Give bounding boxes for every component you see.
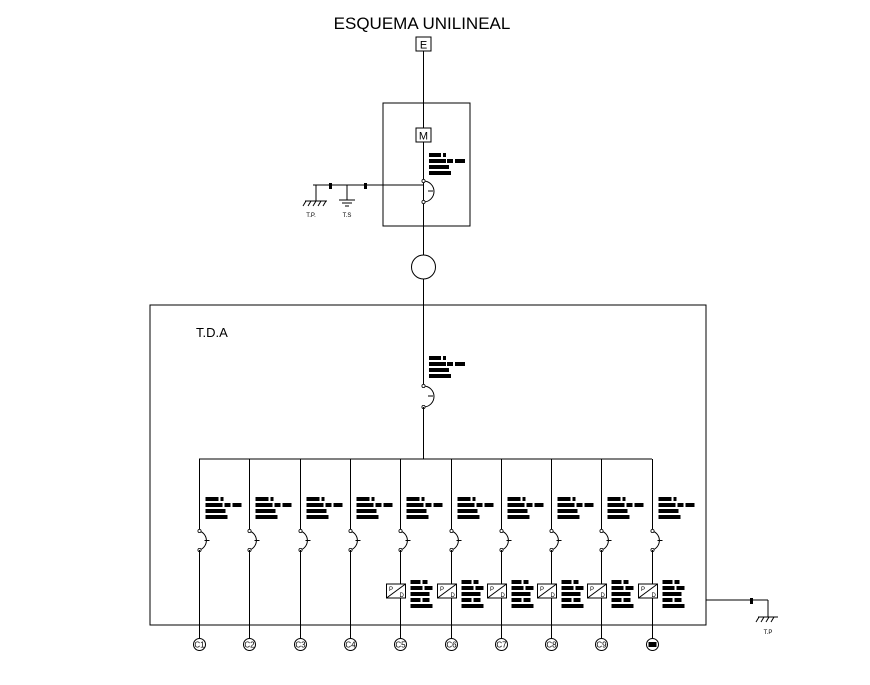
differential-switch: PD xyxy=(537,583,557,599)
board-breaker-symbol xyxy=(421,383,435,409)
circuit-breaker-spec xyxy=(306,497,343,519)
circuit-branch: PD xyxy=(638,459,695,651)
circuit-label: C5 xyxy=(395,641,406,650)
differential-label-top: P xyxy=(389,587,393,593)
ground-service-label: T.S xyxy=(343,213,352,219)
panel-label: T.D.A xyxy=(196,325,228,340)
differential-switch: PD xyxy=(386,583,406,599)
differential-switch: PD xyxy=(638,583,658,599)
main-breaker-symbol xyxy=(421,178,435,204)
circuit-terminal xyxy=(646,638,659,651)
circuit-terminal xyxy=(344,638,357,651)
meter-box xyxy=(415,127,432,143)
differential-label-bottom: D xyxy=(451,593,456,599)
circuit-breaker-symbol xyxy=(549,529,562,553)
board-breaker-spec xyxy=(429,356,465,378)
diagram-title: ESQUEMA UNILINEAL xyxy=(334,14,511,33)
circuit-branch: C1 xyxy=(193,459,242,651)
differential-switch: PD xyxy=(437,583,457,599)
circuit-breaker-spec xyxy=(406,497,443,519)
circuit-label: C3 xyxy=(295,641,306,650)
source-box: E xyxy=(415,36,432,52)
differential-label-bottom: D xyxy=(652,593,657,599)
differential-label-bottom: D xyxy=(551,593,556,599)
differential-switch: PD xyxy=(587,583,607,599)
circuit-breaker-symbol xyxy=(650,529,663,553)
circuit-breaker-symbol xyxy=(197,529,210,553)
circuit-branch: C3 xyxy=(294,459,343,651)
circuit-branch: C4 xyxy=(344,459,393,651)
differential-spec xyxy=(511,580,534,608)
differential-label-bottom: D xyxy=(400,593,405,599)
circuit-breaker-spec xyxy=(457,497,494,519)
differential-label-bottom: D xyxy=(601,593,606,599)
meter-enclosure: M xyxy=(302,102,471,227)
differential-spec xyxy=(461,580,484,608)
circuit-terminal xyxy=(495,638,508,651)
circuit-terminal xyxy=(294,638,307,651)
circuit-breaker-symbol xyxy=(398,529,411,553)
circuit-terminal xyxy=(193,638,206,651)
circuit-breaker-spec xyxy=(255,497,292,519)
protection-circle xyxy=(411,254,436,280)
circuit-breaker-symbol xyxy=(247,529,260,553)
meter-label: M xyxy=(419,131,428,143)
circuit-breaker-symbol xyxy=(599,529,612,553)
circuit-label: C4 xyxy=(345,641,356,650)
differential-spec xyxy=(662,580,685,608)
differential-label-top: P xyxy=(490,587,494,593)
circuit-breaker-spec xyxy=(507,497,544,519)
source-label: E xyxy=(420,40,427,52)
grounding-branch xyxy=(302,183,424,207)
differential-spec xyxy=(611,580,634,608)
circuit-breaker-symbol xyxy=(499,529,512,553)
circuit-terminal xyxy=(595,638,608,651)
differential-label-bottom: D xyxy=(501,593,506,599)
differential-label-top: P xyxy=(440,587,444,593)
circuit-terminal xyxy=(243,638,256,651)
panel-ground: T.P xyxy=(706,598,778,636)
differential-label-top: P xyxy=(641,587,645,593)
circuit-label-redacted xyxy=(648,642,657,647)
circuit-label: C7 xyxy=(496,641,507,650)
circuit-breaker-symbol xyxy=(348,529,361,553)
circuit-branch: C2 xyxy=(243,459,292,651)
circuit-breaker-spec xyxy=(557,497,594,519)
differential-spec xyxy=(561,580,584,608)
circuit-label: C9 xyxy=(596,641,607,650)
circuit-terminal xyxy=(394,638,407,651)
circuit-breaker-spec xyxy=(205,497,242,519)
circuit-breaker-spec xyxy=(607,497,644,519)
circuit-label: C2 xyxy=(244,641,255,650)
circuit-breaker-spec xyxy=(356,497,393,519)
differential-label-top: P xyxy=(590,587,594,593)
circuit-label: C1 xyxy=(194,641,205,650)
circuit-label: C6 xyxy=(446,641,457,650)
differential-label-top: P xyxy=(540,587,544,593)
circuit-breaker-symbol xyxy=(449,529,462,553)
ground-panel-label: T.P xyxy=(764,630,773,636)
circuit-terminal xyxy=(545,638,558,651)
circuit-breaker-symbol xyxy=(298,529,311,553)
main-breaker-spec xyxy=(429,153,465,175)
circuit-label: C8 xyxy=(546,641,557,650)
distribution-board: T.D.A xyxy=(149,304,707,626)
circuit-terminal xyxy=(445,638,458,651)
circuit-breaker-spec xyxy=(658,497,695,519)
differential-spec xyxy=(410,580,433,608)
differential-switch: PD xyxy=(487,583,507,599)
ground-main-label: T.P. xyxy=(306,213,316,219)
